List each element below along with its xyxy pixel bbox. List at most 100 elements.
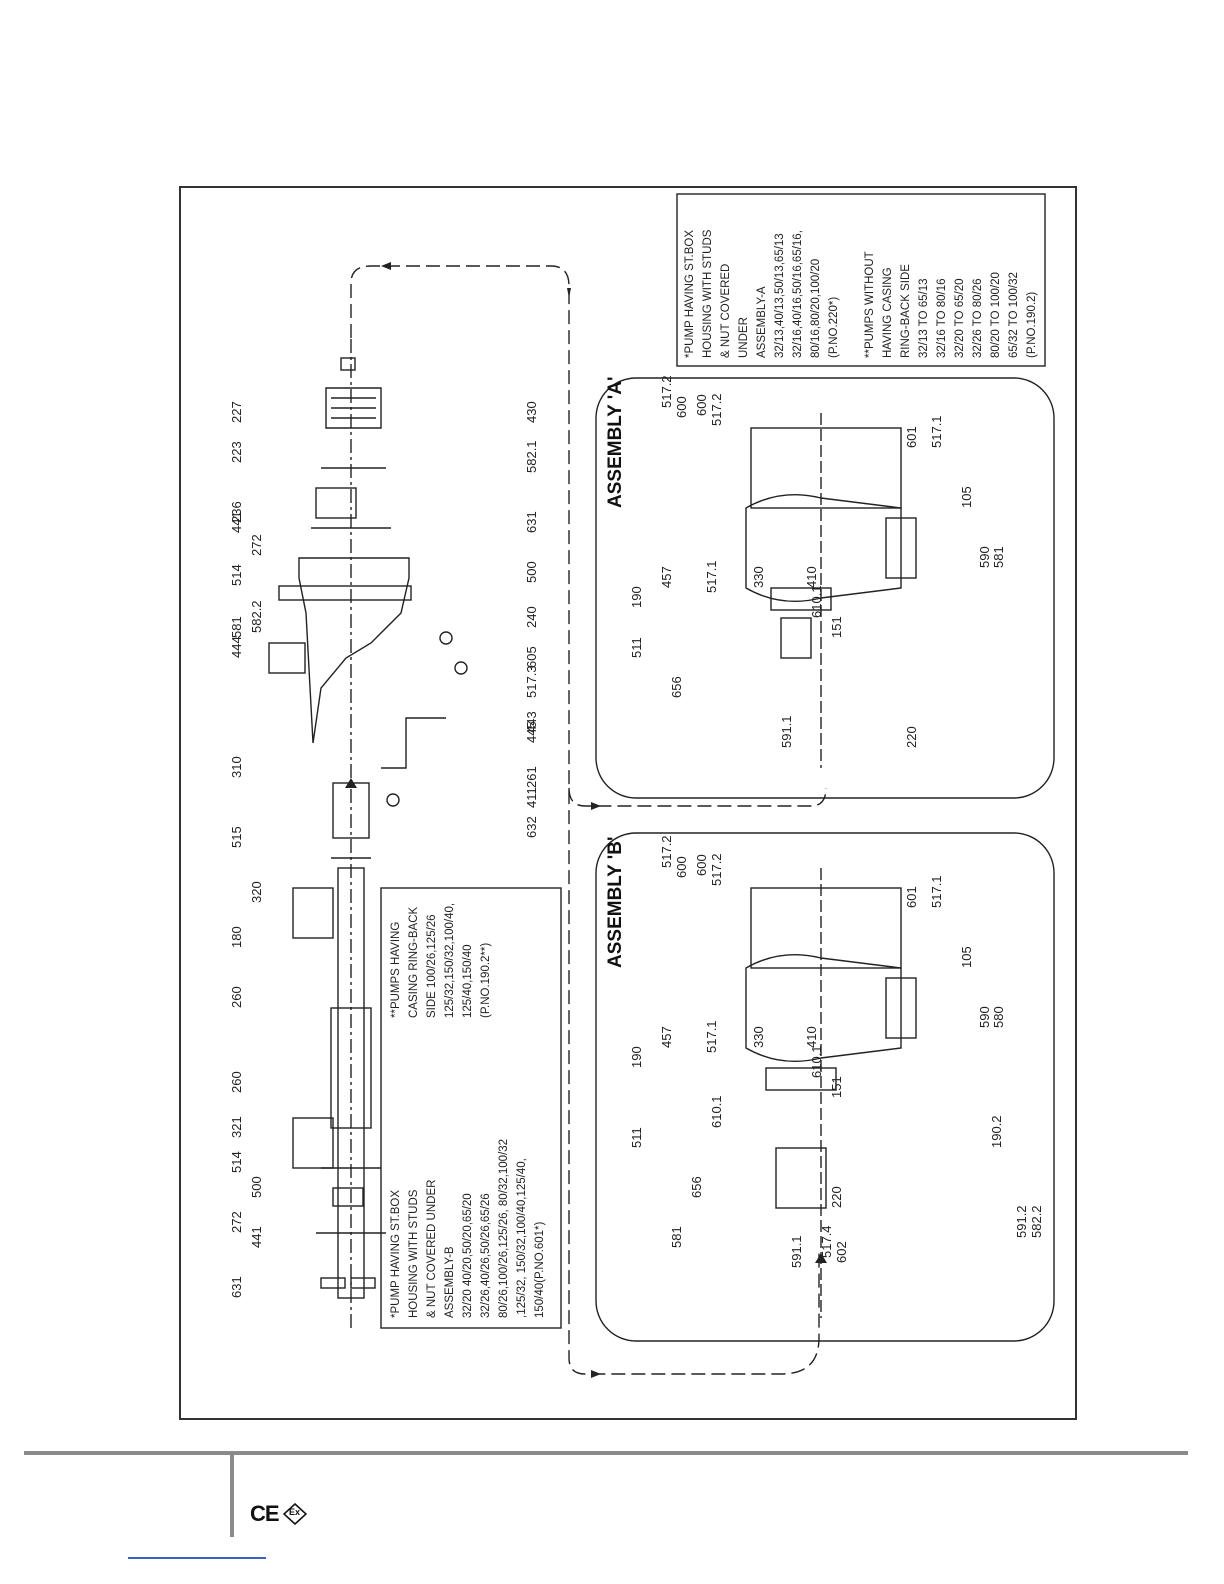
part-label: 517.2 xyxy=(709,393,724,426)
impeller-151-b xyxy=(765,1067,837,1091)
note-line: 80/26,100/26,125/26, 80/32,100/32 xyxy=(498,1139,510,1318)
part-label: 410 xyxy=(804,1026,819,1048)
part-label: 632 xyxy=(524,816,539,838)
part-label: 260 xyxy=(229,986,244,1008)
part-label: 517.4 xyxy=(819,1225,834,1258)
part-label: 515 xyxy=(229,826,244,848)
part-label: 105 xyxy=(959,946,974,968)
part-label: 330 xyxy=(751,1026,766,1048)
part-label: 220 xyxy=(829,1186,844,1208)
part-label: 320 xyxy=(249,881,264,903)
bearing-housing xyxy=(330,1007,372,1129)
part-label: 581 xyxy=(229,616,244,638)
part-label: 443 xyxy=(524,711,539,733)
impeller-151-a xyxy=(770,587,832,611)
part-label: 410 xyxy=(804,566,819,588)
part-label: 457 xyxy=(659,566,674,588)
bearing-bracket-240 xyxy=(298,557,410,744)
note-line: UNDER xyxy=(738,317,750,358)
casing-a-top xyxy=(750,427,902,509)
cover-220-b xyxy=(775,1147,827,1209)
footer-vertical-rule xyxy=(230,1455,234,1537)
part-label: 517.1 xyxy=(929,415,944,448)
part-label: 227 xyxy=(229,401,244,423)
part-label: 582.1 xyxy=(524,440,539,473)
part-label: 591.2 xyxy=(1014,1205,1029,1238)
part-label: 590 xyxy=(977,546,992,568)
part-label: 151 xyxy=(829,616,844,638)
part-label: 321 xyxy=(229,1116,244,1138)
note-line: 65/32 TO 100/32 xyxy=(1008,272,1020,358)
note-line: 125/32,150/32,100/40, xyxy=(444,903,456,1018)
part-label: 500 xyxy=(249,1176,264,1198)
part-label: 190 xyxy=(629,586,644,608)
assembly-b-title: ASSEMBLY 'B' xyxy=(605,836,626,968)
assembly-a-title: ASSEMBLY 'A' xyxy=(605,376,626,508)
part-label: 180 xyxy=(229,926,244,948)
note-line: 32/26 TO 80/26 xyxy=(972,278,984,358)
note-line: HAVING CASING xyxy=(882,267,894,358)
part-label: 582.2 xyxy=(1029,1205,1044,1238)
note-line: 125/40,150/40 xyxy=(462,944,474,1018)
note-line: RING-BACK SIDE xyxy=(900,264,912,358)
part-label: 581 xyxy=(991,546,1006,568)
bearing-321 xyxy=(292,1117,334,1169)
note-line: ASSEMBLY-B xyxy=(444,1246,456,1318)
note-line: 32/16,40/16,50/16,65/16, xyxy=(792,230,804,358)
note-line: (P.NO.190.2) xyxy=(1026,292,1038,358)
bearing-320 xyxy=(292,887,334,939)
part-label: 610.1 xyxy=(709,1095,724,1128)
part-label: 601 xyxy=(904,886,919,908)
part-label: 411 xyxy=(524,787,539,808)
part-label: 517.2 xyxy=(659,835,674,868)
exploded-assembly-drawing: ASSEMBLY 'A' ASSEMBLY 'B' 22722323644127… xyxy=(229,193,1055,1378)
part-label: 610.1 xyxy=(809,585,824,618)
part-label: 600 xyxy=(694,854,709,876)
shaft-180 xyxy=(337,867,365,1299)
part-label: 441 xyxy=(249,1226,264,1248)
note-line: *PUMP HAVING ST.BOX xyxy=(390,1190,402,1318)
note-line: 32/13,40/13,50/13,65/13 xyxy=(774,233,786,358)
part-label: 457 xyxy=(659,1026,674,1048)
part-label: 310 xyxy=(229,756,244,778)
part-label: 500 xyxy=(524,561,539,583)
note-line: 32/16 TO 80/16 xyxy=(936,278,948,358)
note-line: HOUSING WITH STUDS xyxy=(408,1189,420,1318)
part-label: 656 xyxy=(689,1176,704,1198)
part-label: 151 xyxy=(829,1076,844,1098)
note-line: HOUSING WITH STUDS xyxy=(702,229,714,358)
assembly-b-outline xyxy=(595,832,1055,1342)
casing-a-body xyxy=(745,493,902,603)
part-label: 445 xyxy=(524,721,539,743)
part-label: 514 xyxy=(229,564,244,586)
part-label: 517.1 xyxy=(929,875,944,908)
note-box-a xyxy=(676,193,1046,367)
part-label: 330 xyxy=(751,566,766,588)
part-label: 600 xyxy=(674,396,689,418)
part-label: 517.1 xyxy=(704,560,719,593)
part-label: 517.1 xyxy=(704,1020,719,1053)
note-line: (P.NO.190.2**) xyxy=(480,943,492,1018)
footer-rule xyxy=(24,1451,1188,1455)
part-label: 430 xyxy=(524,401,539,423)
part-label: 605 xyxy=(524,646,539,668)
part-label: 517.2 xyxy=(659,375,674,408)
part-label: 610.1 xyxy=(809,1045,824,1078)
part-label: 260 xyxy=(229,1071,244,1093)
part-label: 600 xyxy=(674,856,689,878)
part-label: 581 xyxy=(669,1226,684,1248)
part-label: 517.2 xyxy=(709,853,724,886)
footer-link-underline[interactable] xyxy=(128,1557,266,1559)
part-label: 272 xyxy=(229,1211,244,1233)
part-label: 590 xyxy=(977,1006,992,1028)
note-line: 150/40(P.NO.601*) xyxy=(534,1222,546,1318)
note-line: 32/20 TO 65/20 xyxy=(954,278,966,358)
certification-marks: CE Ex xyxy=(250,1500,307,1528)
note-line: 32/20 40/20,50/20,65/20 xyxy=(462,1193,474,1318)
note-line: SIDE 100/26,125/26 xyxy=(426,914,438,1018)
part-label: 190 xyxy=(629,1046,644,1068)
note-line: & NUT COVERED UNDER xyxy=(426,1180,438,1318)
